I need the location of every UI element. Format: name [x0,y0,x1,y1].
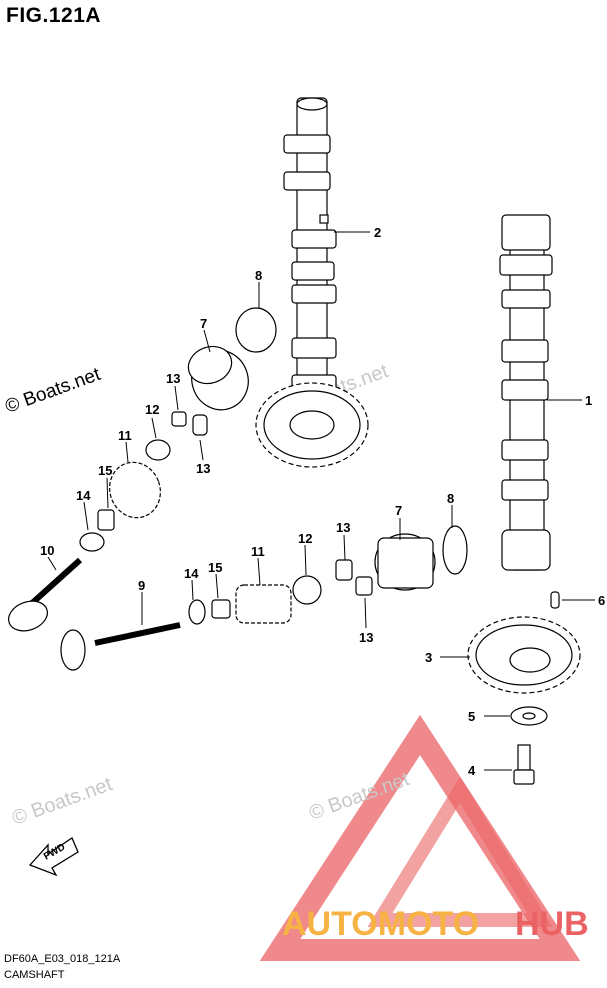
callout-8-lower: 8 [447,491,454,506]
callout-8-upper: 8 [255,268,262,283]
callout-14-upper: 14 [76,488,91,503]
callout-14-lower: 14 [184,566,199,581]
callout-6: 6 [598,593,605,608]
callout-7-lower: 7 [395,503,402,518]
callout-3: 3 [425,650,432,665]
camshaft-intake [499,214,553,571]
callout-15-lower: 15 [208,560,222,575]
callout-12-upper: 12 [145,402,159,417]
callout-4: 4 [468,763,476,778]
callout-15-upper: 15 [98,463,112,478]
automotohub-logo: AUTOMOTO HUB [259,714,589,961]
callout-13-a: 13 [166,371,180,386]
callout-2: 2 [374,225,381,240]
boats-watermark-light-2: © Boats.net [9,773,115,830]
callout-13-b: 13 [196,461,210,476]
boats-watermark-dark: © Boats.net [3,364,104,418]
logo-text-hub: HUB [515,905,589,943]
callout-11-upper: 11 [118,428,132,443]
figure-name: CAMSHAFT [4,969,65,981]
callout-9: 9 [138,578,145,593]
callout-12-lower: 12 [298,531,312,546]
fwd-arrow-icon: FWD [28,837,79,877]
callout-10: 10 [40,543,54,558]
logo-text-automoto: AUTOMOTO [282,905,479,943]
figure-code: DF60A_E03_018_121A [4,953,121,965]
callout-7-upper: 7 [200,316,207,331]
camshaft-exhaust [255,97,369,468]
leader-lines [47,231,595,771]
valve-assembly-lower [60,525,468,671]
dowel-pin [550,591,560,609]
callout-11-lower: 11 [251,544,265,559]
cam-sprocket [467,616,581,694]
figure-title: FIG.121A [6,4,102,27]
callout-13-c: 13 [336,520,350,535]
bolt [513,744,535,785]
callout-5: 5 [468,709,475,724]
callout-13-d: 13 [359,630,373,645]
valve-assembly-upper [8,307,277,632]
callout-1: 1 [585,393,592,408]
